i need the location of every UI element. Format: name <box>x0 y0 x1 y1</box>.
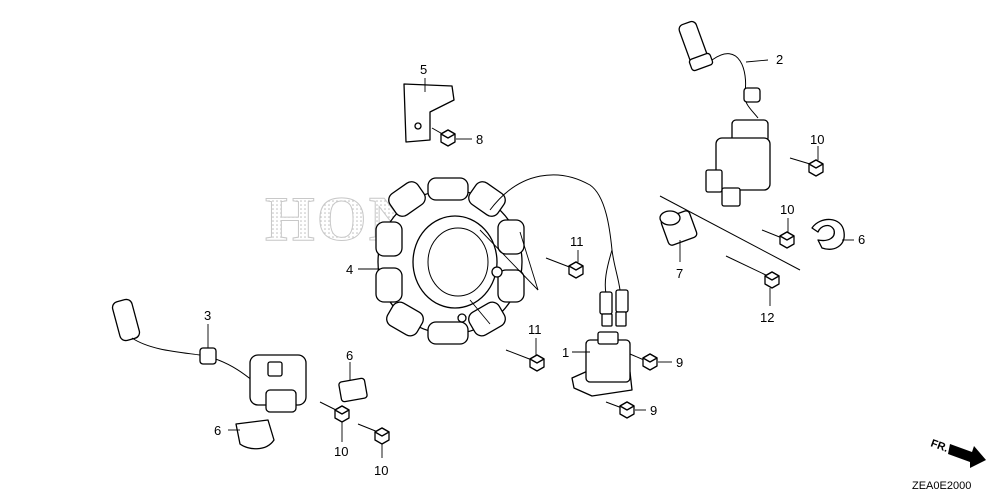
bolt-12-part <box>725 255 780 289</box>
bolt-9-lower-part <box>605 401 635 419</box>
bolt-8-part <box>431 127 456 147</box>
control-unit-1-part <box>571 331 633 397</box>
bolt-9-upper-part <box>629 353 658 371</box>
callout-10-lower-left: 10 <box>334 444 348 459</box>
callout-10-upper-right: 10 <box>810 132 824 147</box>
stator-part <box>375 174 629 345</box>
callout-5: 5 <box>420 62 427 77</box>
callout-7: 7 <box>676 266 683 281</box>
bolt-10-middle-right-part <box>761 229 795 249</box>
callout-6-middle: 6 <box>346 348 353 363</box>
clamp-6-left-part <box>235 419 275 450</box>
callout-9-lower: 9 <box>650 403 657 418</box>
leader-lines <box>207 59 854 458</box>
callout-12: 12 <box>760 310 774 325</box>
bolt-10-upper-right-part <box>789 157 824 177</box>
divider-line <box>659 195 801 271</box>
callout-11-upper: 11 <box>570 234 584 249</box>
callout-10-middle-right: 10 <box>780 202 794 217</box>
front-direction-label: FR. <box>929 438 950 455</box>
callout-4: 4 <box>346 262 353 277</box>
callout-1: 1 <box>562 345 569 360</box>
collar-7-part <box>659 210 698 246</box>
callout-2: 2 <box>776 52 783 67</box>
clamp-6-middle-part <box>338 377 368 403</box>
bolt-10-lower-right-part <box>357 423 390 445</box>
callout-6-right: 6 <box>858 232 865 247</box>
diagram-code: ZEA0E2000 <box>912 480 971 492</box>
callout-3: 3 <box>204 308 211 323</box>
bolt-10-lower-left-part <box>319 401 350 423</box>
callout-6-left: 6 <box>214 423 221 438</box>
callout-8: 8 <box>476 132 483 147</box>
callout-11-lower: 11 <box>528 322 542 337</box>
front-direction-indicator: FR. <box>929 438 986 468</box>
stator-coils <box>375 177 525 345</box>
bracket-5-part <box>403 83 455 143</box>
clamp-6-right-part <box>811 218 845 250</box>
callout-9-upper: 9 <box>676 355 683 370</box>
bolt-11-upper-part <box>545 257 584 279</box>
callout-10-lower-right: 10 <box>374 463 388 478</box>
ignition-coil-3-part <box>111 298 307 413</box>
bolt-11-lower-part <box>505 349 545 372</box>
front-arrow-icon <box>948 444 986 468</box>
ignition-coil-2-part <box>678 20 771 207</box>
